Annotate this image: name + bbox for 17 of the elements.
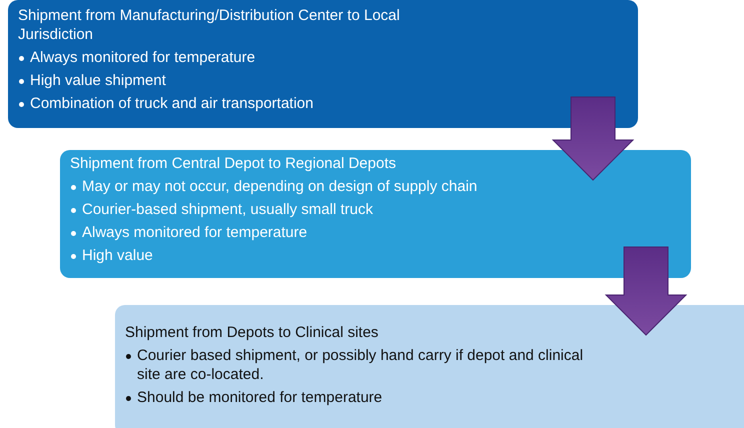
bullet-text: High value shipment: [30, 72, 166, 89]
block-arrow: [552, 96, 634, 181]
process-box: [115, 305, 744, 428]
bullet-text: May or may not occur, depending on design of supply chain: [82, 178, 478, 195]
bullet-text: Courier based shipment, or possibly hand carry if depot and clinical site are co-located.: [137, 347, 584, 383]
bullet-text: High value: [82, 247, 153, 264]
box-heading: Shipment from Manufacturing/Distribution Center to Local Jurisdiction: [18, 6, 401, 44]
box-heading: Shipment from Central Depot to Regional Depots: [70, 154, 398, 173]
bullet-text: Courier-based shipment, usually small truck: [82, 201, 373, 218]
bullet-text: Should be monitored for temperature: [137, 389, 382, 406]
bullet-text: Combination of truck and air transportation: [30, 95, 314, 112]
process-box: [8, 0, 638, 128]
bullet-text: Always monitored for temperature: [82, 224, 308, 241]
block-arrow: [604, 246, 688, 336]
process-box: [60, 150, 691, 278]
bullet-text: Always monitored for temperature: [30, 49, 256, 66]
box-heading: Shipment from Depots to Clinical sites: [125, 323, 380, 342]
